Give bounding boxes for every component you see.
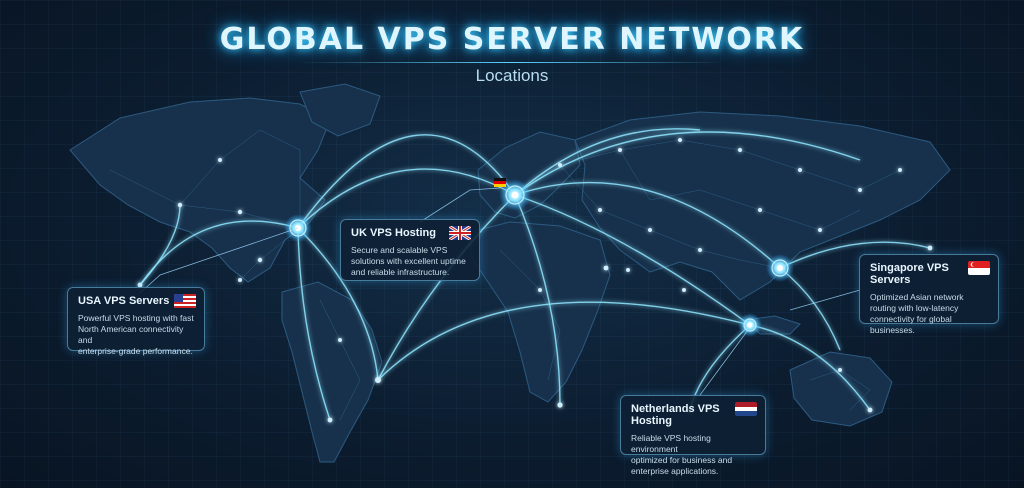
card-description: Powerful VPS hosting with fast North Ame… — [78, 313, 194, 356]
australia — [789, 351, 893, 427]
netherlands-card: Netherlands VPS Hosting Reliable VPS hos… — [620, 395, 766, 476]
north-america — [69, 97, 331, 283]
uk-flag-icon — [449, 226, 471, 240]
africa — [469, 221, 611, 403]
usa-card: USA VPS Servers Powerful VPS hosting wit… — [67, 287, 205, 356]
south-america — [281, 281, 383, 463]
card-title: UK VPS Hosting — [351, 227, 436, 239]
card-description: Secure and scalable VPS solutions with e… — [351, 245, 466, 277]
card-title: USA VPS Servers — [78, 295, 170, 307]
hub-asia — [766, 254, 794, 282]
singapore-flag-icon — [968, 261, 990, 275]
hub-singapore — [738, 313, 762, 337]
page-subtitle: Locations — [475, 66, 549, 85]
card-description: Reliable VPS hosting environment optimiz… — [631, 433, 733, 476]
netherlands-flag-icon — [735, 402, 757, 416]
uk-card: UK VPS Hosting Secure and scalable VPS s… — [340, 219, 480, 281]
germany-flag-icon — [494, 178, 506, 187]
card-title: Netherlands VPS Hosting — [631, 403, 720, 427]
card-description: Optimized Asian network routing with low… — [870, 292, 964, 335]
greenland — [299, 83, 381, 137]
singapore-card: Singapore VPS Servers Optimized Asian ne… — [859, 254, 999, 335]
card-title: Singapore VPS Servers — [870, 262, 949, 286]
europe — [477, 131, 581, 219]
page-title: GLOBAL VPS SERVER NETWORK — [219, 22, 805, 57]
title-divider — [300, 62, 724, 63]
continents — [69, 83, 951, 463]
usa-flag-icon — [174, 294, 196, 308]
hub-europe — [499, 179, 531, 211]
